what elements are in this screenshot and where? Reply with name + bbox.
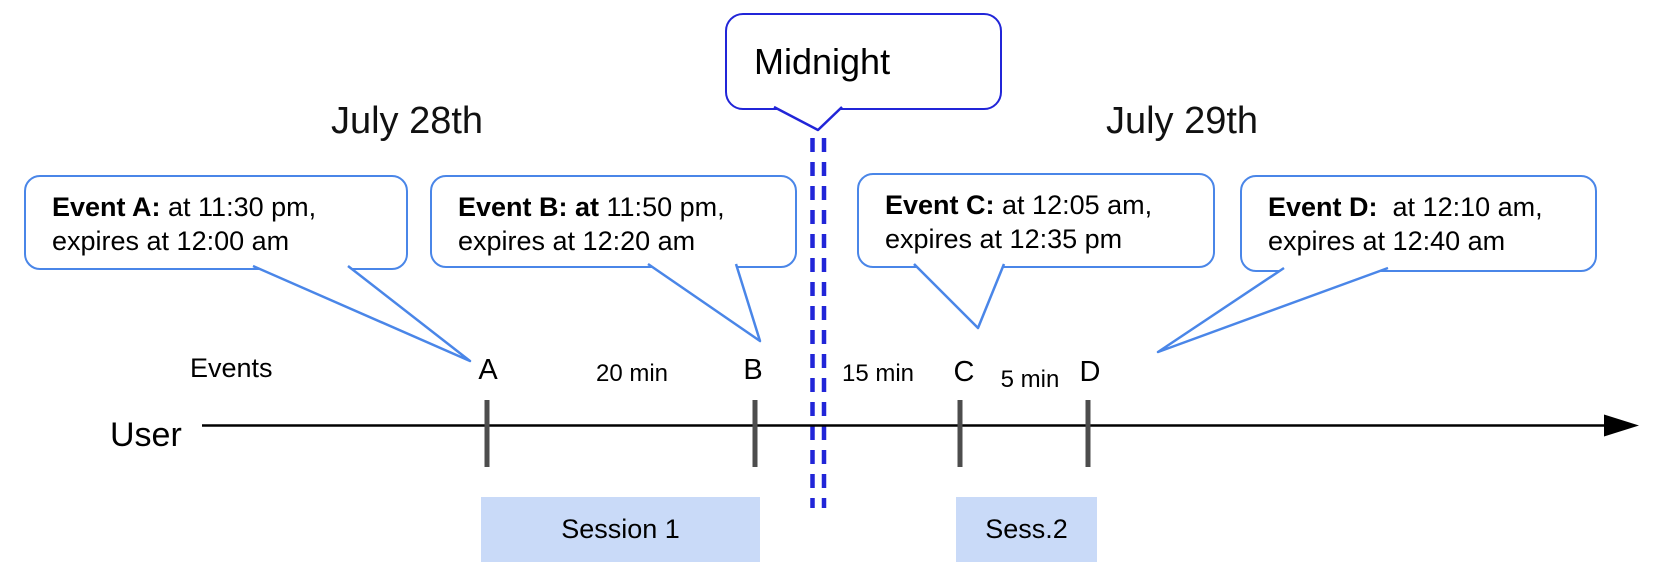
event-a-line1: Event A: at 11:30 pm, [52, 190, 406, 224]
interval-label-15min: 15 min [841, 360, 915, 387]
event-b-time: 11:50 pm, [599, 192, 725, 222]
event-d-title: Event D: [1268, 192, 1378, 222]
event-b-callout: Event B: at 11:50 pm, expires at 12:20 a… [430, 175, 797, 268]
tick-label-c: C [953, 356, 975, 388]
session-2-label: Sess.2 [985, 514, 1068, 544]
event-a-line2: expires at 12:00 am [52, 226, 290, 256]
event-b-line1: Event B: at 11:50 pm, [458, 190, 795, 224]
tick-label-b: B [743, 354, 763, 386]
midnight-callout: Midnight [725, 13, 1002, 110]
user-row-label: User [110, 416, 182, 454]
event-a-title: Event A: [52, 192, 161, 222]
midnight-callout-tail [773, 105, 843, 132]
event-c-time: at 12:05 am, [994, 190, 1153, 220]
event-d-time: at 12:10 am, [1377, 192, 1543, 222]
session-2-box: Sess.2 [956, 497, 1097, 562]
tick-label-d: D [1079, 356, 1101, 388]
timeline-arrowhead-icon [1604, 414, 1639, 437]
date-title-july-28: July 28th [330, 100, 484, 142]
event-c-line2: expires at 12:35 pm [885, 224, 1123, 254]
event-c-callout-tail [913, 263, 1006, 330]
session-1-label: Session 1 [561, 514, 680, 544]
event-a-callout: Event A: at 11:30 pm, expires at 12:00 a… [24, 175, 408, 270]
event-d-callout: Event D: at 12:10 am, expires at 12:40 a… [1240, 175, 1597, 272]
midnight-callout-label: Midnight [754, 41, 891, 82]
event-c-title: Event C: [885, 190, 995, 220]
event-c-line1: Event C: at 12:05 am, [885, 188, 1213, 222]
event-c-callout: Event C: at 12:05 am, expires at 12:35 p… [857, 173, 1215, 268]
event-b-line2: expires at 12:20 am [458, 226, 696, 256]
date-title-july-29: July 29th [1105, 100, 1259, 142]
interval-label-20min: 20 min [595, 360, 669, 387]
event-b-callout-tail [647, 262, 762, 343]
event-b-title: Event B: at [458, 192, 600, 222]
event-d-line2: expires at 12:40 am [1268, 226, 1506, 256]
tick-label-a: A [478, 354, 498, 386]
event-d-callout-tail [1156, 266, 1389, 354]
session-1-box: Session 1 [481, 497, 760, 562]
event-d-line1: Event D: at 12:10 am, [1268, 190, 1595, 224]
event-a-time: at 11:30 pm, [160, 192, 317, 222]
interval-label-5min: 5 min [1000, 366, 1060, 393]
event-a-callout-tail [252, 264, 472, 363]
events-row-label: Events [190, 353, 273, 383]
